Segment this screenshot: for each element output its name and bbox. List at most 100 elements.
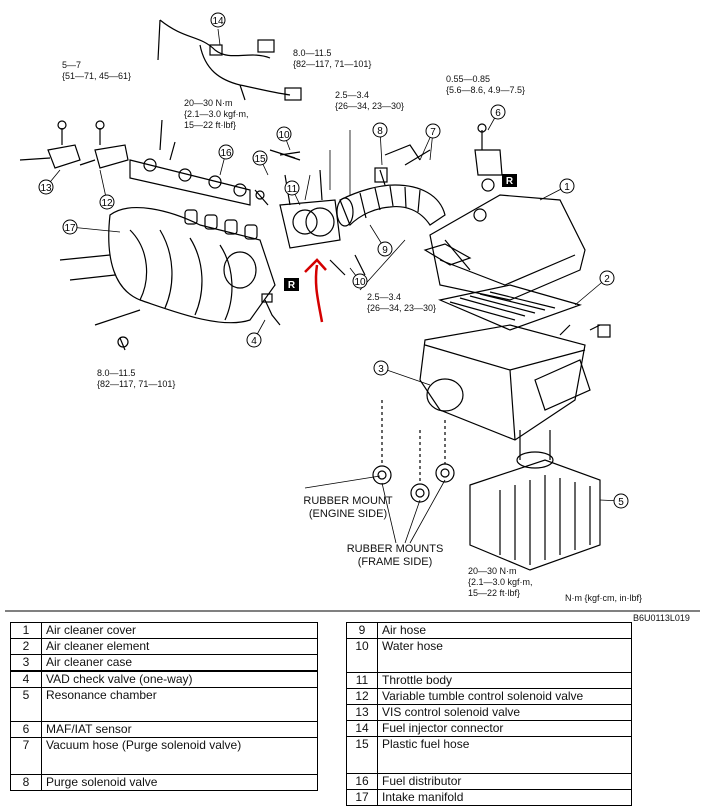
part-number-16: 16 — [218, 144, 234, 160]
solenoid-valve-12 — [94, 128, 129, 169]
part-name: Variable tumble control solenoid valve — [377, 688, 632, 705]
svg-text:11: 11 — [287, 184, 298, 195]
part-number: 1 — [10, 622, 42, 639]
torque-spec-label: 0.55—0.85 {5.6—8.6, 4.9—7.5} — [446, 74, 526, 95]
svg-text:1: 1 — [564, 182, 570, 193]
part-number: 2 — [10, 638, 42, 655]
part-name: Air hose — [377, 622, 632, 639]
part-name: Throttle body — [377, 672, 632, 689]
part-number-3: 3 — [373, 360, 389, 376]
svg-text:6: 6 — [495, 108, 501, 119]
exploded-view-diagram: 1 2 3 4 5 6 7 8 9 10 10 11 12 13 14 15 1… — [5, 12, 700, 612]
part-name: Purge solenoid valve — [41, 774, 318, 791]
torque-spec-label: 8.0—11.5 {82—117, 71—101} — [293, 48, 372, 69]
harness-connector — [284, 87, 302, 101]
svg-text:5: 5 — [618, 497, 624, 508]
svg-text:R: R — [288, 280, 296, 291]
reference-code: B6U0113L019 — [633, 613, 690, 623]
harness-connector — [209, 44, 223, 56]
part-number-7: 7 — [425, 123, 441, 139]
part-number-5: 5 — [613, 493, 629, 509]
svg-text:14: 14 — [212, 16, 224, 27]
torque-spec-label: 20—30 N·m {2.1—3.0 kgf·m, 15—22 ft·lbf} — [468, 566, 533, 598]
part-number: 3 — [10, 654, 42, 672]
part-number-11: 11 — [284, 180, 300, 196]
part-name: MAF/IAT sensor — [41, 721, 318, 738]
torque-spec-label: 2.5—3.4 {26—34, 23—30} — [335, 90, 405, 111]
fuel-distributor — [129, 159, 251, 206]
part-name: Water hose — [377, 638, 632, 673]
part-name: Plastic fuel hose — [377, 736, 632, 774]
part-number: 8 — [10, 774, 42, 791]
air-cleaner-case — [419, 324, 586, 441]
resonance-chamber — [469, 459, 601, 571]
part-number: 7 — [10, 737, 42, 775]
intake-manifold — [108, 207, 276, 324]
throttle-body — [279, 199, 341, 249]
harness-connector — [257, 39, 275, 53]
part-number-2: 2 — [599, 270, 615, 286]
torque-spec-label: 2.5—3.4 {26—34, 23—30} — [367, 292, 437, 313]
unit-note: N·m {kgf·cm, in·lbf} — [565, 593, 643, 603]
rubber-mount-frame-side-label: RUBBER MOUNTS (FRAME SIDE) — [346, 543, 444, 568]
svg-text:8: 8 — [377, 126, 383, 137]
replace-mark-1: R — [502, 174, 517, 187]
svg-text:3: 3 — [378, 364, 384, 375]
red-arrow-annotation — [304, 258, 327, 323]
part-number: 14 — [346, 720, 378, 737]
part-name: VAD check valve (one-way) — [41, 670, 318, 688]
svg-text:4: 4 — [251, 336, 257, 347]
part-number: 5 — [10, 687, 42, 722]
part-name: Fuel injector connector — [377, 720, 632, 737]
torque-spec-label: 5—7 {51—71, 45—61} — [62, 60, 132, 81]
svg-text:9: 9 — [382, 245, 388, 256]
part-number: 9 — [346, 622, 378, 639]
part-name: Air cleaner element — [41, 638, 318, 655]
part-number: 4 — [10, 670, 42, 688]
part-number: 10 — [346, 638, 378, 673]
part-name: Intake manifold — [377, 789, 632, 806]
part-name: Vacuum hose (Purge solenoid valve) — [41, 737, 318, 775]
part-number-1: 1 — [559, 178, 575, 194]
part-number: 13 — [346, 704, 378, 721]
solenoid-valve-13 — [47, 128, 81, 169]
wiring-harness — [157, 19, 291, 101]
replace-mark-2: R — [284, 278, 299, 291]
part-name: Air cleaner case — [41, 654, 318, 672]
part-name: Fuel distributor — [377, 773, 632, 790]
svg-text:12: 12 — [101, 198, 113, 209]
part-name: Air cleaner cover — [41, 622, 318, 639]
rubber-mount-engine-side-label: RUBBER MOUNT (ENGINE SIDE) — [303, 495, 393, 520]
part-number: 15 — [346, 736, 378, 774]
air-cleaner-element — [438, 284, 582, 331]
maf-sensor — [474, 130, 503, 176]
part-number: 12 — [346, 688, 378, 705]
part-number-14: 14 — [210, 12, 226, 28]
part-number-10: 10 — [352, 273, 368, 289]
part-number: 17 — [346, 789, 378, 806]
part-number-15: 15 — [252, 150, 268, 166]
part-number: 11 — [346, 672, 378, 689]
part-number-10-b: 10 — [276, 126, 292, 142]
part-number-17: 17 — [62, 219, 78, 235]
svg-text:17: 17 — [64, 223, 76, 234]
